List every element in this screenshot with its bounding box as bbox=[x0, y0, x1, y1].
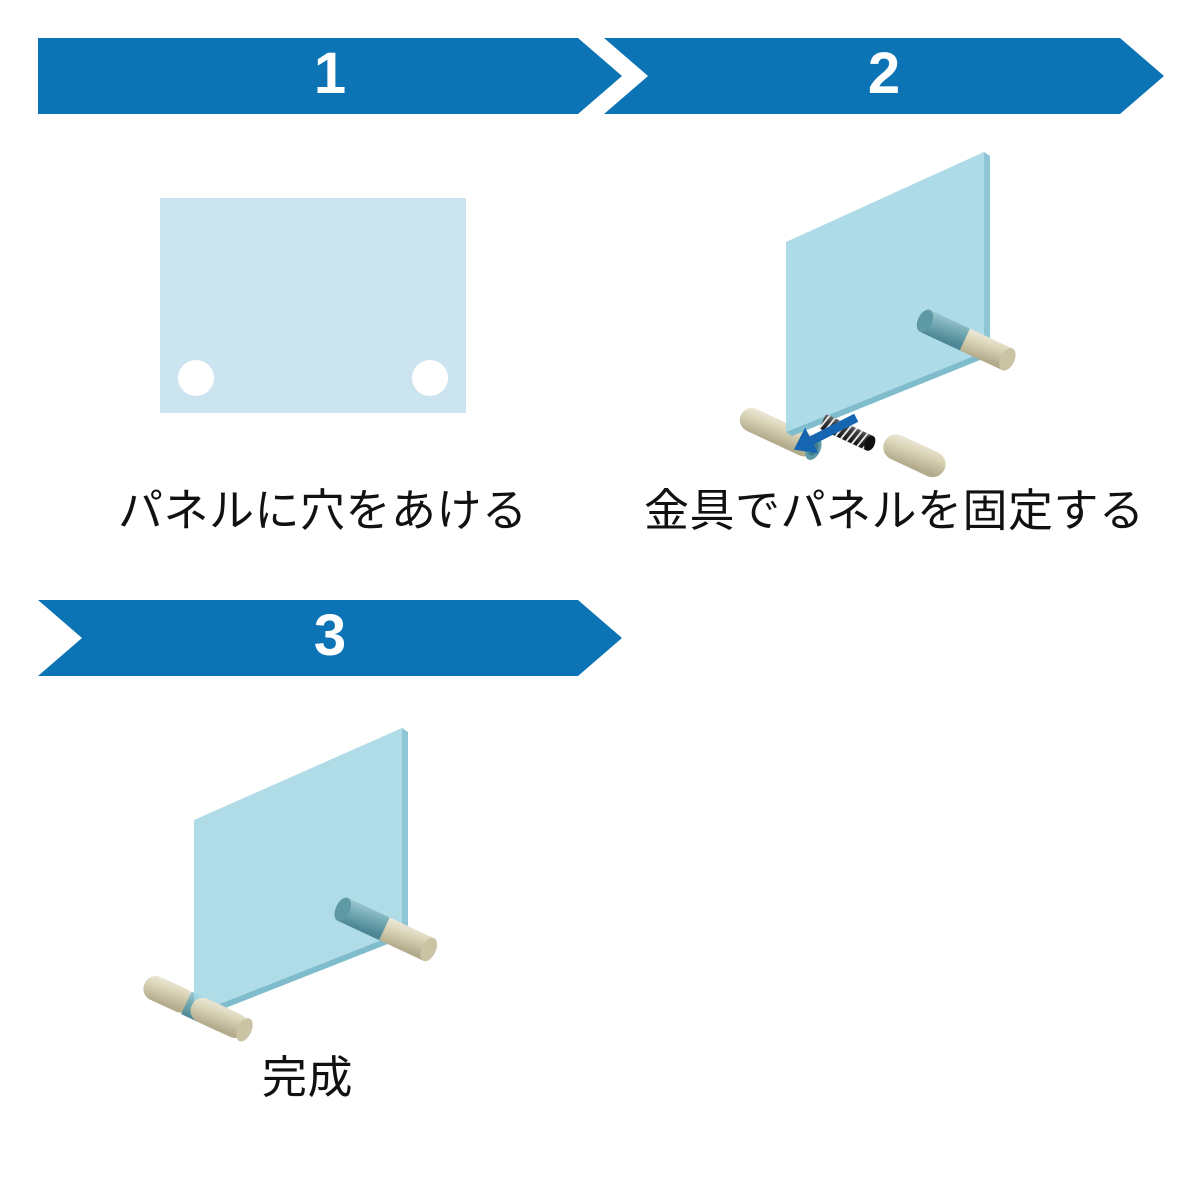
panel-bottom-edge bbox=[786, 352, 990, 436]
step-2-block: 2 bbox=[604, 38, 1164, 548]
step-2-illustration bbox=[734, 142, 1044, 492]
step-3-block: 3 bbox=[38, 600, 622, 1120]
step-1-caption: パネルに穴をあける bbox=[118, 485, 528, 536]
screw-cap bbox=[883, 434, 946, 478]
panel-face bbox=[786, 152, 984, 432]
panel-hole-right bbox=[412, 360, 448, 396]
panel-legs-screw-graphic bbox=[739, 152, 1016, 478]
step-3-illustration bbox=[143, 720, 470, 1050]
right-leg-teal-section bbox=[919, 310, 972, 352]
arrow-head bbox=[793, 427, 819, 454]
panel-hole-left bbox=[178, 360, 214, 396]
screw-head bbox=[864, 435, 876, 451]
right-leg-tip bbox=[420, 937, 438, 962]
left-leg-front-section bbox=[190, 997, 248, 1039]
panel-isometric bbox=[786, 152, 990, 436]
step-1-number: 1 bbox=[313, 41, 347, 106]
screw-cap-body bbox=[883, 434, 946, 478]
right-leg-beige-section bbox=[379, 917, 436, 962]
completed-assembly-graphic bbox=[143, 728, 438, 1042]
right-leg-teal-end bbox=[334, 897, 351, 922]
panel-right-edge bbox=[402, 728, 408, 936]
step-2-caption: 金具でパネルを固定する bbox=[644, 485, 1145, 536]
panel-bottom-edge bbox=[194, 932, 408, 1018]
left-leg-outer-section bbox=[143, 975, 194, 1013]
arrow-shaft bbox=[804, 413, 859, 448]
step-3-caption: 完成 bbox=[262, 1052, 354, 1103]
step-1-illustration bbox=[160, 198, 470, 418]
flat-panel-with-holes-graphic bbox=[160, 198, 466, 413]
panel-right-edge bbox=[984, 152, 990, 356]
step-1-banner: 1 bbox=[38, 38, 622, 114]
step-3-banner: 3 bbox=[38, 600, 622, 676]
left-leg-tip bbox=[236, 1018, 253, 1042]
panel-isometric bbox=[194, 728, 408, 1018]
step-1-block: 1 パネルに穴をあける bbox=[38, 38, 622, 548]
right-leg-teal-end bbox=[916, 309, 934, 333]
right-leg-teal-section bbox=[337, 898, 392, 941]
step-2-banner: 2 bbox=[604, 38, 1164, 114]
assembly-direction-arrow bbox=[793, 413, 859, 454]
panel-face bbox=[194, 728, 402, 1014]
right-leg bbox=[334, 897, 438, 962]
right-leg-tip bbox=[999, 348, 1016, 371]
right-leg bbox=[916, 309, 1016, 371]
step-3-number: 3 bbox=[313, 603, 347, 668]
step-2-number: 2 bbox=[867, 41, 901, 106]
left-leg-front bbox=[190, 997, 253, 1042]
